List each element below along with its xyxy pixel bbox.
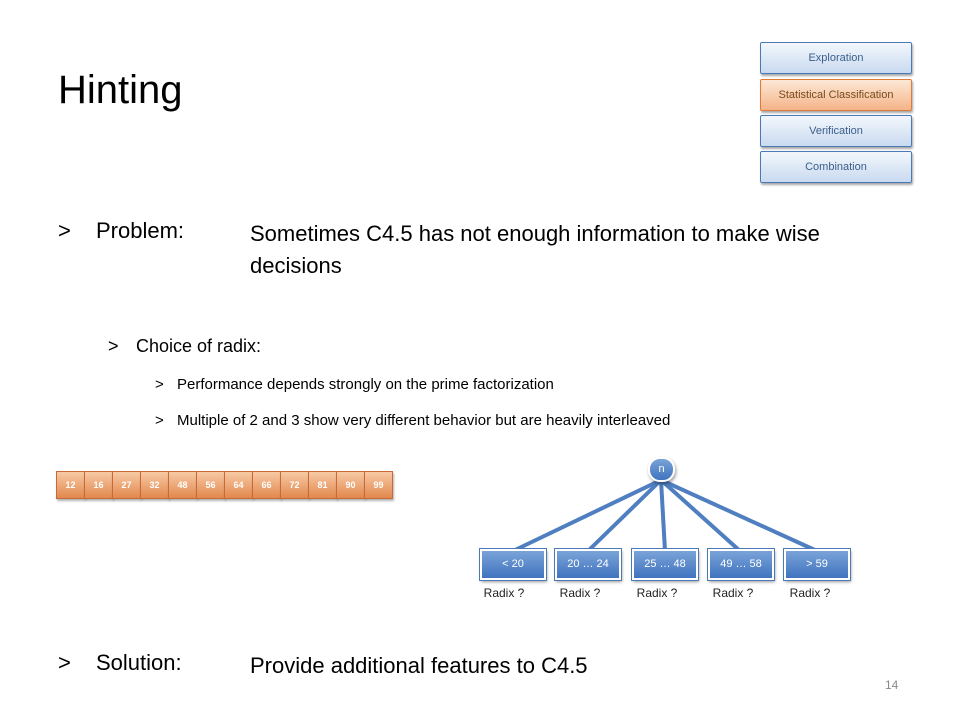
page-number: 14 <box>885 678 899 692</box>
radix-cell: 81 <box>308 471 337 499</box>
radix-cell: 32 <box>140 471 169 499</box>
tree-leaf-node: 20 … 24 <box>554 548 622 581</box>
tree-edge <box>659 478 742 553</box>
tree-leaf-node: < 20 <box>479 548 547 581</box>
tree-edge <box>586 478 663 553</box>
radix-cell: 99 <box>364 471 393 499</box>
sub-bullet-2-text: Multiple of 2 and 3 show very different … <box>177 412 671 429</box>
radix-cell: 56 <box>196 471 225 499</box>
leaf-caption: Radix ? <box>559 586 601 600</box>
radix-cell: 72 <box>280 471 309 499</box>
tree-leaf-node: > 59 <box>783 548 851 581</box>
page-title: Hinting <box>58 68 183 112</box>
nav-exploration[interactable]: Exploration <box>760 42 912 74</box>
radix-cell: 64 <box>224 471 253 499</box>
bullet-marker: > <box>108 336 119 356</box>
bullet-marker: > <box>155 412 164 429</box>
bullet-marker: > <box>155 376 164 393</box>
bullet-marker: > <box>58 650 71 675</box>
tree-edge <box>659 479 667 552</box>
radix-cell: 90 <box>336 471 365 499</box>
solution-text: Provide additional features to C4.5 <box>250 653 588 678</box>
radix-cell: 48 <box>168 471 197 499</box>
leaf-caption: Radix ? <box>483 586 525 600</box>
nav-statistical-classification[interactable]: Statistical Classification <box>760 79 912 111</box>
radix-cell: 27 <box>112 471 141 499</box>
radix-choice-text: Choice of radix: <box>136 336 262 356</box>
tree-leaf-node: 25 … 48 <box>631 548 699 581</box>
leaf-caption: Radix ? <box>789 586 831 600</box>
problem-text: Sometimes C4.5 has not enough informatio… <box>250 221 820 278</box>
leaf-caption: Radix ? <box>712 586 754 600</box>
radix-cell: 66 <box>252 471 281 499</box>
tree-root-node: n <box>648 457 675 482</box>
radix-cell: 16 <box>84 471 113 499</box>
problem-label: Problem: <box>96 218 185 243</box>
tree-leaf-node: 49 … 58 <box>707 548 775 581</box>
radix-cell: 12 <box>56 471 85 499</box>
leaf-caption: Radix ? <box>636 586 678 600</box>
solution-label: Solution: <box>96 650 182 675</box>
tree-edge <box>512 478 662 553</box>
nav-combination[interactable]: Combination <box>760 151 912 183</box>
radix-values-row: 12 16 27 32 48 56 64 66 72 81 90 99 <box>56 471 393 499</box>
bullet-marker: > <box>58 218 71 243</box>
nav-verification[interactable]: Verification <box>760 115 912 147</box>
tree-edge <box>660 478 818 553</box>
sub-bullet-1-text: Performance depends strongly on the prim… <box>177 376 554 393</box>
